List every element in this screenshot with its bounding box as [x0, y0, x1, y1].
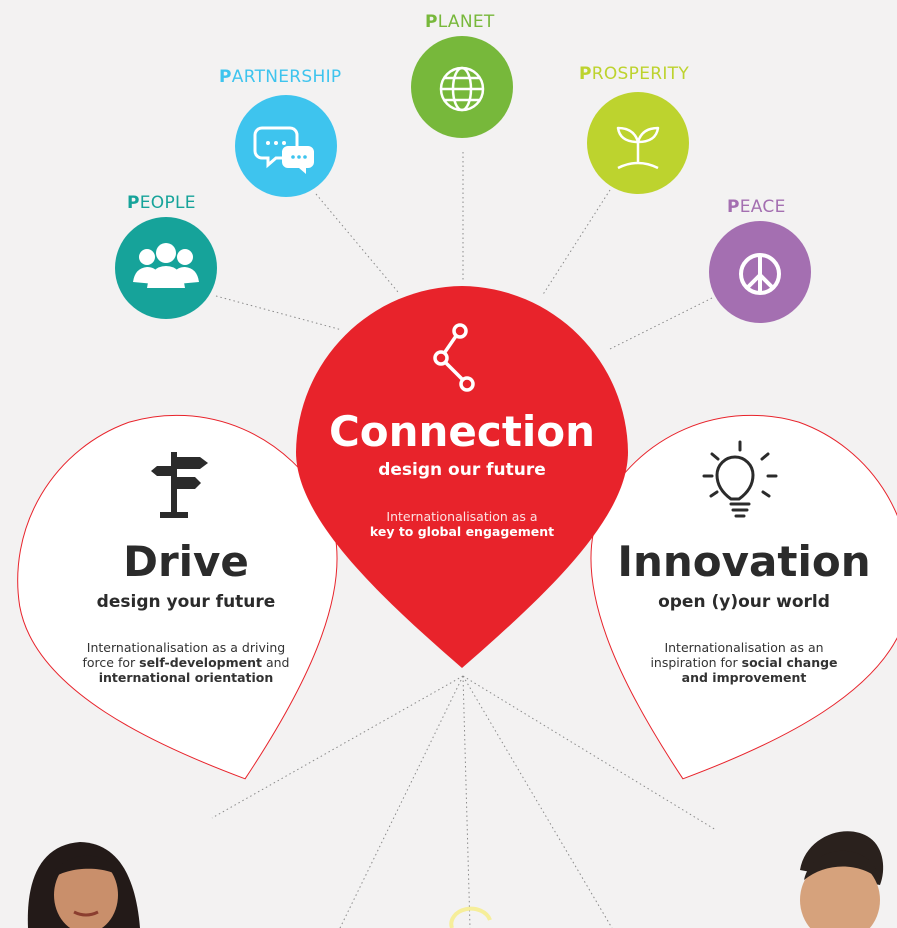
connector-partnership	[315, 193, 399, 293]
drive-drop	[17, 414, 338, 780]
peace-sign-icon	[739, 253, 781, 295]
connection-description: Internationalisation as a key to global …	[352, 509, 572, 539]
prosperity-label: PROSPERITY	[579, 64, 689, 84]
connector-people	[215, 295, 343, 331]
connection-desc-plain: Internationalisation as a	[386, 509, 538, 524]
planet-circle	[411, 36, 513, 138]
planet-label-initial: P	[425, 12, 438, 32]
decorative-arc	[449, 906, 492, 928]
share-nodes-icon	[433, 323, 475, 392]
partnership-label-rest: ARTNERSHIP	[231, 67, 342, 87]
lightbulb-icon	[702, 440, 778, 518]
drive-desc-2: and	[261, 655, 290, 670]
connector-prosperity	[541, 189, 611, 297]
connection-subtitle: design our future	[378, 460, 546, 480]
prosperity-label-initial: P	[579, 64, 592, 84]
innovation-description: Internationalisation as an inspiration f…	[644, 640, 844, 685]
man-portrait	[800, 831, 884, 928]
connection-title: Connection	[328, 407, 596, 456]
woman-portrait	[27, 842, 140, 928]
partnership-label: PARTNERSHIP	[219, 67, 341, 87]
people-label-initial: P	[127, 193, 140, 213]
people-label-rest: EOPLE	[139, 193, 196, 213]
innovation-subtitle: open (y)our world	[658, 592, 830, 612]
sprout-icon	[616, 126, 660, 170]
signpost-icon	[151, 452, 208, 518]
connector-bottom-1	[211, 675, 464, 819]
innovation-desc-1: Internationalisation as an inspiration f…	[650, 640, 824, 670]
innovation-desc-bold-1: social change and improvement	[681, 655, 838, 685]
people-group-icon	[133, 243, 199, 288]
connector-peace	[607, 297, 713, 351]
connection-drop	[296, 286, 628, 668]
drive-desc-1: Internationalisation as a driving force …	[82, 640, 286, 670]
connector-bottom-2	[339, 675, 464, 928]
partnership-label-initial: P	[219, 67, 232, 87]
planet-label: PLANET	[425, 12, 495, 32]
peace-label-initial: P	[727, 197, 740, 217]
drive-description: Internationalisation as a driving force …	[76, 640, 296, 685]
innovation-title: Innovation	[617, 537, 871, 586]
prosperity-label-rest: ROSPERITY	[591, 64, 690, 84]
drive-desc-bold-2: international orientation	[98, 670, 274, 685]
planet-label-rest: LANET	[437, 12, 495, 32]
connector-bottom-3	[462, 675, 471, 928]
innovation-drop	[590, 414, 897, 780]
people-label: PEOPLE	[127, 193, 196, 213]
peace-label: PEACE	[727, 197, 786, 217]
drive-title: Drive	[123, 537, 249, 586]
globe-icon	[439, 66, 485, 112]
drive-subtitle: design your future	[96, 592, 276, 612]
connector-bottom-4	[462, 675, 613, 928]
drive-desc-bold-1: self-development	[139, 655, 262, 670]
chat-bubbles-icon	[253, 126, 314, 174]
connection-desc-bold: key to global engagement	[369, 524, 555, 539]
partnership-circle	[235, 95, 337, 197]
peace-label-rest: EACE	[739, 197, 786, 217]
connector-lines	[211, 152, 717, 928]
